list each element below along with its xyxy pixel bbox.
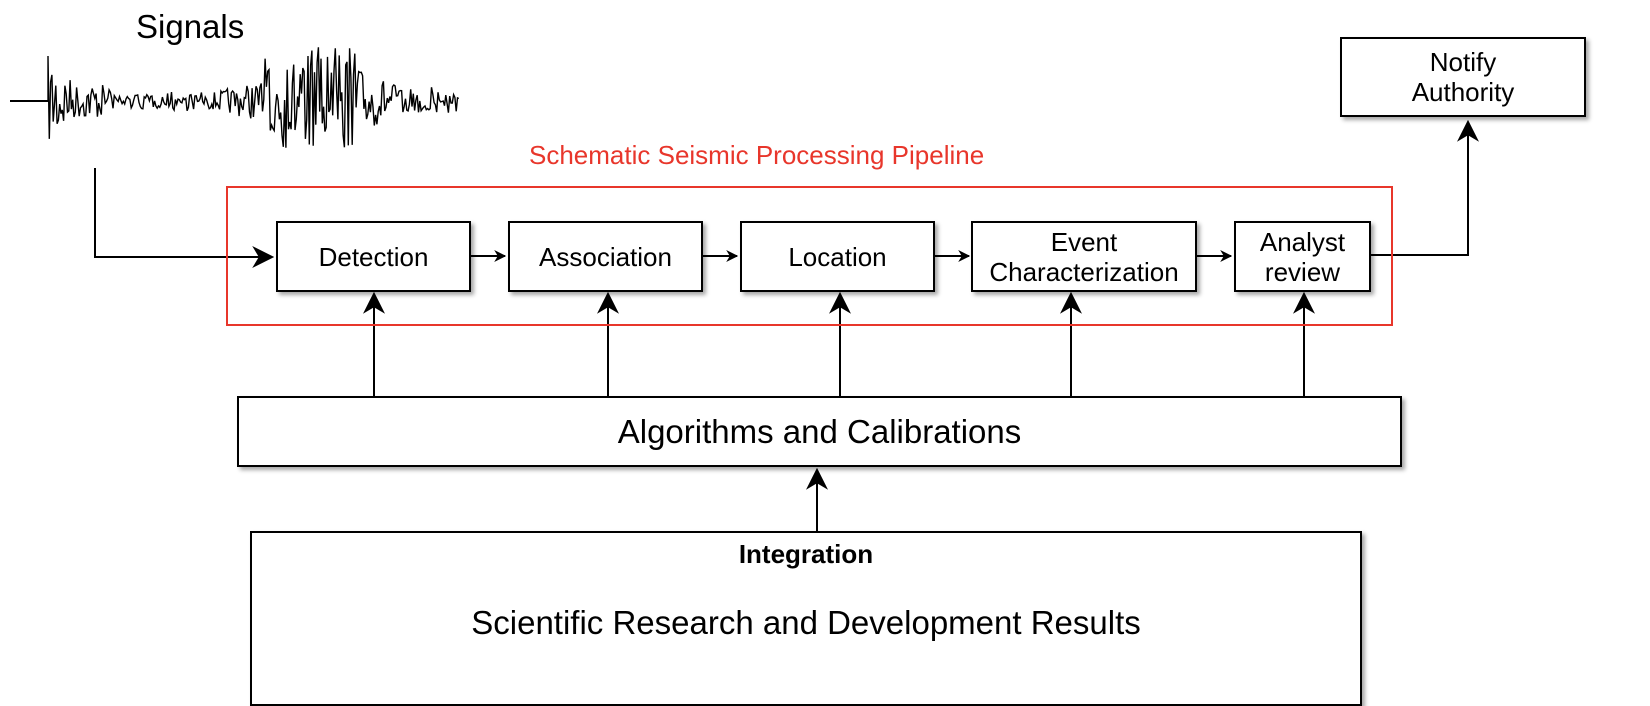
integration-heading: Integration (738, 539, 874, 569)
analyst-label-line1: Analyst (1259, 226, 1346, 257)
algorithms-calibrations-box: Algorithms and Calibrations (237, 396, 1402, 467)
event-characterization-box: Event Characterization (971, 221, 1197, 292)
signals-title: Signals (136, 8, 245, 45)
pipeline-frame (226, 186, 1393, 326)
pipeline-label: Schematic Seismic Processing Pipeline (529, 140, 985, 170)
notify-label-line1: Notify (1429, 47, 1497, 77)
analyst-review-box: Analyst review (1234, 221, 1371, 292)
seismic-waveform-icon (10, 47, 460, 148)
algorithms-label: Algorithms and Calibrations (617, 412, 1022, 450)
signals-to-detection-arrow (94, 168, 275, 268)
research-box: Integration Scientific Research and Deve… (250, 531, 1362, 706)
analyst-to-notify-arrow (1371, 119, 1479, 256)
association-label: Association (539, 241, 672, 272)
location-label: Location (788, 241, 887, 272)
location-box: Location (740, 221, 935, 292)
notify-authority-box: Notify Authority (1340, 37, 1586, 117)
analyst-label-line2: review (1264, 256, 1341, 287)
research-label: Scientific Research and Development Resu… (471, 604, 1141, 641)
association-box: Association (508, 221, 703, 292)
detection-label: Detection (318, 241, 429, 272)
event-label-line1: Event (1050, 226, 1118, 257)
detection-box: Detection (276, 221, 471, 292)
event-label-line2: Characterization (989, 256, 1179, 287)
notify-label-line2: Authority (1411, 77, 1515, 107)
